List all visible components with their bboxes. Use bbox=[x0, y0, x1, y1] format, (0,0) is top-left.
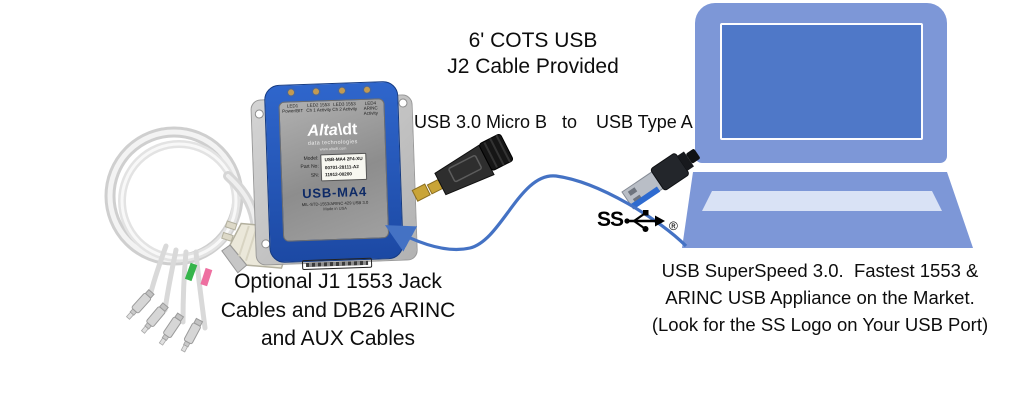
jack-plug-image bbox=[180, 317, 204, 353]
green-band bbox=[184, 262, 198, 282]
typea-label: USB Type A bbox=[596, 112, 693, 132]
right-caption-line: ARINC USB Appliance on the Market. bbox=[665, 287, 975, 308]
usb-trident-icon bbox=[624, 210, 666, 232]
left-caption: Optional J1 1553 Jack Cables and DB26 AR… bbox=[200, 268, 476, 354]
usb-microb-connector-image bbox=[411, 133, 514, 202]
left-caption-line: Cables and DB26 ARINC bbox=[220, 298, 456, 322]
left-caption-line: Optional J1 1553 Jack bbox=[234, 270, 442, 293]
pink-band bbox=[200, 267, 213, 287]
jack-plug-image bbox=[125, 288, 155, 320]
right-caption-line: USB SuperSpeed 3.0. Fastest 1553 & bbox=[661, 260, 979, 281]
top-annotation-line1: 6' COTS USB bbox=[468, 29, 598, 52]
top-annotation: 6' COTS USB J2 Cable Provided bbox=[420, 28, 646, 79]
to-label: to bbox=[562, 112, 578, 132]
laptop-screen bbox=[720, 23, 923, 140]
usb-typea-connector-image bbox=[621, 149, 700, 210]
jack-plug-image bbox=[140, 302, 169, 334]
top-annotation-line2: J2 Cable Provided bbox=[447, 54, 619, 78]
jack-plug-image bbox=[158, 312, 185, 346]
registered-mark: ® bbox=[669, 219, 678, 233]
superspeed-logo: SS ® bbox=[597, 207, 678, 233]
right-caption: USB SuperSpeed 3.0. Fastest 1553 & ARINC… bbox=[620, 257, 1020, 338]
right-caption-line: (Look for the SS Logo on Your USB Port) bbox=[651, 314, 989, 335]
microb-label: USB 3.0 Micro B bbox=[414, 112, 548, 132]
left-caption-line: and AUX Cables bbox=[260, 327, 416, 351]
laptop-keyboard bbox=[702, 191, 942, 211]
ss-logo-text: SS bbox=[597, 208, 624, 231]
